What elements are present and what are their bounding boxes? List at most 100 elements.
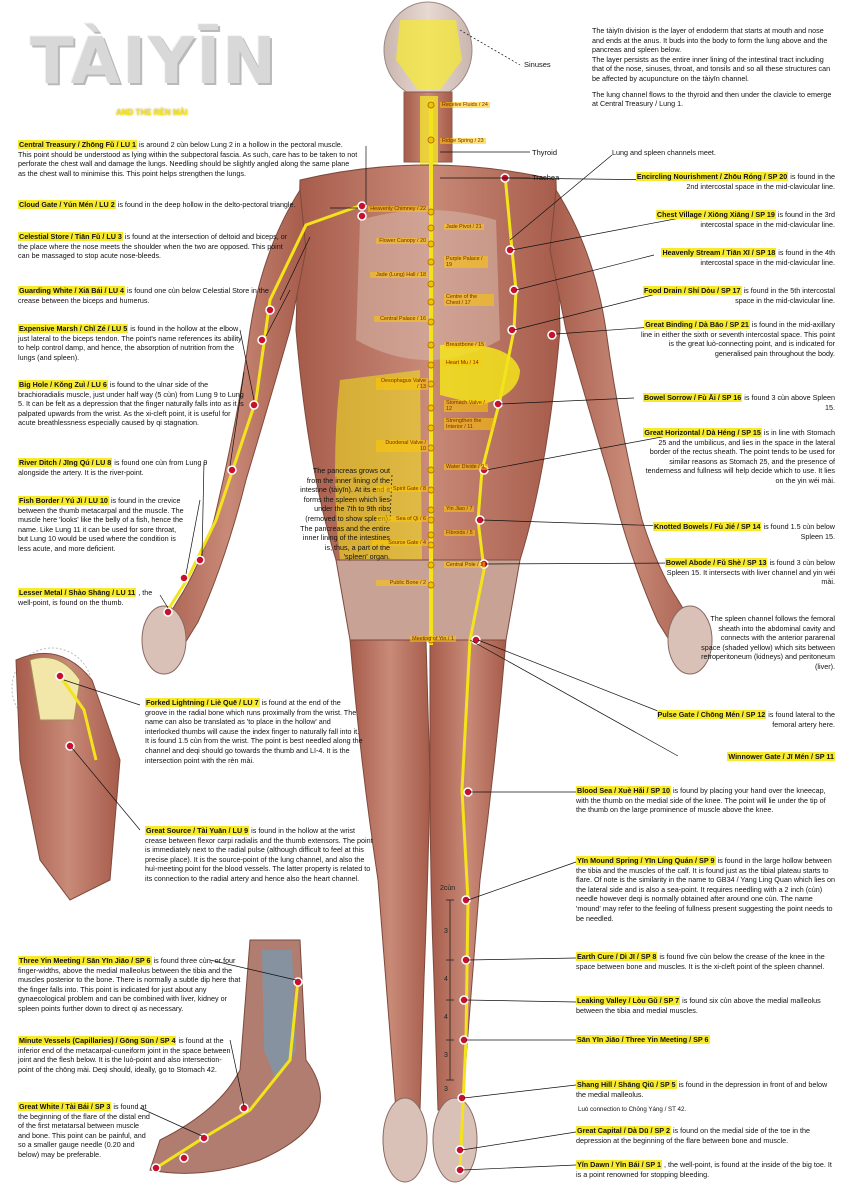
point-description-sp9: Yīn Mound Spring / Yīn Líng Quán / SP 9 … [576,856,838,923]
point-name-sp2: Great Capital / Dà Dū / SP 2 [576,1126,671,1135]
point-lu7 [55,671,65,681]
point-name-sp11: Winnower Gate / Jī Mén / SP 11 [727,752,835,761]
point-name-sp15: Great Horizontal / Dà Héng / SP 15 [643,428,762,437]
pelvis-drawing [335,559,521,641]
point-text-sp14: is found 1.5 cùn below Spleen 15. [763,522,835,541]
point-text-sp20: is found in the 2nd intercostal space in… [686,172,835,191]
point-text-sp13: is found 3 cùn below Spleen 15. It inter… [666,558,835,587]
sinuses-highlight [396,20,462,90]
point-lu11 [163,607,173,617]
poster-title: TÀIYĪN [30,25,278,99]
intro-paragraph-3: The lung channel flows to the thyroid an… [592,89,832,109]
ren-point-label: Heavenly Chimney / 22 [368,206,428,212]
point-name-sp1: Yǐn Dawn / Yǐn Bái / SP 1 [576,1160,663,1169]
point-text-lu5: is found in the hollow at the elbow just… [18,324,242,362]
point-inset-sp1 [151,1163,161,1173]
point-description-lu10: Fish Border / Yú Jì / LU 10 is found in … [18,496,186,554]
ren-mai-point-markers [427,101,435,644]
point-sp21 [547,330,557,340]
point-description-lu2: Cloud Gate / Yún Mén / LU 2 is found in … [18,200,336,210]
point-name-sp6-left: Three Yin Meeting / Sān Yīn Jiāo / SP 6 [18,956,152,965]
point-description-sp2: Great Capital / Dà Dū / SP 2 is found on… [576,1126,838,1145]
point-description-sp16: Bowel Sorrow / Fù Āi / SP 16 is found 3 … [636,393,835,412]
ren-point-label: Meeting of Yin / 1 [410,636,456,642]
ren-point-label: Spirit Gate / 8 [376,486,428,492]
point-description-sp17: Food Drain / Shí Dòu / SP 17 is found in… [640,286,835,305]
point-description-sp6-left: Three Yin Meeting / Sān Yīn Jiāo / SP 6 … [18,956,243,1014]
point-name-sp4: Minute Vessels (Capillaries) / Gōng Sūn … [18,1036,177,1045]
ren-point-label: Centre of the Chest / 17 [444,294,494,306]
ren-point-label: Source Gate / 4 [372,540,428,546]
cun-scale-lines [446,899,454,1081]
point-text-sp16: is found 3 cùn above Spleen 15. [744,393,835,412]
point-description-sp20: Encircling Nourishment / Zhōu Róng / SP … [630,172,835,191]
point-text-sp19: is found in the 3rd intercostal space in… [700,210,835,229]
point-name-lu6: Big Hole / Kǒng Zuì / LU 6 [18,380,108,389]
point-name-sp16: Bowel Sorrow / Fù Āi / SP 16 [642,393,743,402]
point-name-sp17: Food Drain / Shí Dòu / SP 17 [642,286,742,295]
cun-scale-label: 2cùn [440,885,456,892]
point-description-sp4: Minute Vessels (Capillaries) / Gōng Sūn … [18,1036,236,1074]
point-name-lu8: River Ditch / Jīng Qú / LU 8 [18,458,113,467]
point-description-lu7: Forked Lightning / Liè Quē / LU 7 is fou… [145,698,363,765]
point-description-lu5: Expensive Marsh / Chǐ Zé / LU 5 is found… [18,324,246,362]
hand-inset-tendon [29,657,81,721]
cun-scale-label: 3 [444,928,448,935]
ren-point-label: Central Palace / 16 [374,316,428,322]
point-description-sp8: Earth Cure / Dì Jī / SP 8 is found five … [576,952,838,971]
point-name-sp12: Pulse Gate / Chōng Mén / SP 12 [656,710,767,719]
point-description-sp6-right: Sān Yīn Jiāo / Three Yin Meeting / SP 6 [576,1035,838,1045]
point-text-lu11: , the well-point, is found on the thumb. [18,588,153,607]
point-name-sp6-right: Sān Yīn Jiāo / Three Yin Meeting / SP 6 [576,1035,710,1044]
point-description-sp13: Bowel Abode / Fǔ Shè / SP 13 is found 3 … [660,558,835,587]
point-text-lu6: is found to the ulnar side of the brachi… [18,380,244,428]
point-description-lu3: Celestial Store / Tiān Fǔ / LU 3 is foun… [18,232,296,261]
point-description-sp21: Great Binding / Dà Bāo / SP 21 is found … [636,320,835,358]
point-name-sp10: Blood Sea / Xuè Hǎi / SP 10 [576,786,671,795]
point-description-sp15: Great Horizontal / Dà Héng / SP 15 is in… [636,428,835,486]
cun-scale-label: 4 [444,976,448,983]
point-lu5 [249,400,259,410]
point-name-lu2: Cloud Gate / Yún Mén / LU 2 [18,200,116,209]
point-description-sp11: Winnower Gate / Jī Mén / SP 11 [650,752,835,762]
ren-point-label: Breastbone / 15 [444,342,487,348]
point-sp19 [505,245,515,255]
point-inset-sp6 [293,977,303,987]
point-name-lu1: Central Treasury / Zhōng Fǔ / LU 1 [18,140,138,149]
point-description-sp19: Chest Village / Xiōng Xiāng / SP 19 is f… [640,210,835,229]
point-text-sp8: is found five cùn below the crease of th… [576,952,825,971]
foot-inset-channel-line [155,979,300,1170]
intro-paragraph-1: The tàiyīn division is the layer of endo… [592,26,828,55]
point-lu1 [357,201,367,211]
point-name-sp5: Shang Hill / Shāng Qiū / SP 5 [576,1080,677,1089]
point-text-lu8: is found one cùn from Lung 9 alongside t… [18,458,208,477]
point-name-sp3: Great White / Tài Bái / SP 3 [18,1102,112,1111]
pancreas-note: The pancreas grows out from the inner li… [300,466,390,562]
ren-point-label: Duodenal Valve / 10 [376,440,428,452]
point-text-sp9: is found in the large hollow between the… [576,856,836,923]
right-arm-drawing [549,188,707,665]
ren-point-label: Fibroids / 5 [444,530,475,536]
point-description-sp3: Great White / Tài Bái / SP 3 is found at… [18,1102,153,1160]
point-name-lu3: Celestial Store / Tiān Fǔ / LU 3 [18,232,123,241]
point-text-sp1: , the well-point, is found at the inside… [576,1160,832,1179]
point-name-sp14: Knotted Bowels / Fù Jié / SP 14 [652,522,762,531]
point-text-sp21: is found in the mid-axillary line in eit… [640,320,835,358]
point-description-sp5: Shang Hill / Shāng Qiū / SP 5 is found i… [576,1080,838,1099]
point-name-sp9: Yīn Mound Spring / Yīn Líng Quán / SP 9 [576,856,716,865]
ren-point-label: Heart Mu / 14 [444,360,481,366]
point-sp9 [461,895,471,905]
point-description-lu11: Lesser Metal / Shào Shāng / LU 11 , the … [18,588,168,607]
point-name-sp8: Earth Cure / Dì Jī / SP 8 [576,952,658,961]
right-foot-drawing [382,1097,428,1183]
point-inset-sp4 [239,1103,249,1113]
point-text-sp17: is found in the 5th intercostal space in… [735,286,835,305]
ren-point-label: Purple Palace / 19 [444,256,488,268]
poster-subtitle: AND THE RÈN MÀI [116,108,188,117]
point-lu6 [227,465,237,475]
ren-point-label: Strengthen the Interior / 11 [444,418,494,430]
trachea-label: Trachea [532,173,560,182]
thyroid-label: Thyroid [532,148,558,157]
point-description-sp7: Leaking Valley / Lòu Gǔ / SP 7 is found … [576,996,838,1015]
ren-point-label: Central Pole / 3 [444,562,486,568]
